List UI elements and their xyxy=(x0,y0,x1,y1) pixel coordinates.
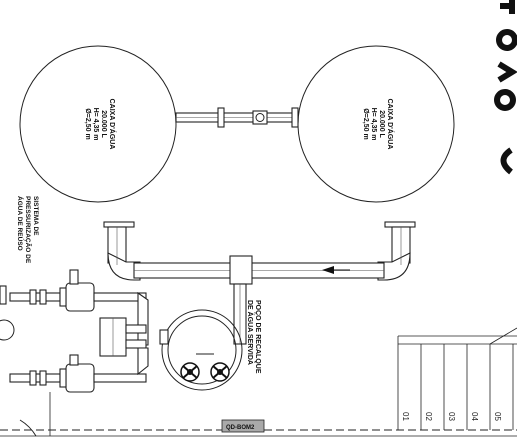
tank-1-label-1: CAIXA D'ÁGUA xyxy=(108,99,117,150)
tank-2-label-4: Ø=2,50 m xyxy=(362,108,369,139)
pressurization-system: SISTEMA DE PRESSURIZAÇÃO DE ÁGUA DE REÚS… xyxy=(0,196,169,393)
electrical-panel: QD-BOM2 xyxy=(221,419,265,433)
table-cell-3: 03 xyxy=(447,412,456,421)
sump-label-1: POÇO DE RECALQUE xyxy=(254,300,261,374)
tank-interconnect-pipe xyxy=(175,107,299,128)
tank-1-label-4: Ø=2,50 m xyxy=(84,108,91,139)
tank-2-label-2: 20.000 L xyxy=(378,110,385,138)
tank-2-label-1: CAIXA D'ÁGUA xyxy=(386,99,395,150)
circuit-table: 01 02 03 04 05 xyxy=(397,327,517,430)
sewage-sump: POÇO DE RECALQUE DE ÁGUA SERVIDA xyxy=(161,300,261,391)
sump-pump-1-icon xyxy=(180,362,200,382)
table-cell-5: 05 xyxy=(493,412,502,421)
table-cell-4: 04 xyxy=(470,412,479,421)
sump-riser-pipe xyxy=(233,283,247,345)
tank-1-label-3: H= 4,35 m xyxy=(92,108,99,141)
tank-2-label-3: H= 4,35 m xyxy=(370,108,377,141)
water-tank-1: CAIXA D'ÁGUA 20.000 L H= 4,35 m Ø=2,50 m xyxy=(19,45,177,203)
title-glyph-fragments xyxy=(494,0,517,175)
table-cell-1: 01 xyxy=(401,412,410,421)
water-tank-2: CAIXA D'ÁGUA 20.000 L H= 4,35 m Ø=2,50 m xyxy=(297,45,455,203)
sump-label-2: DE ÁGUA SERVIDA xyxy=(246,300,255,365)
pressurization-label-3: ÁGUA DE REÚSO xyxy=(16,196,25,251)
tank-1-label-2: 20.000 L xyxy=(100,110,107,138)
table-cell-2: 02 xyxy=(424,412,433,421)
pressurization-label-2: PRESSURIZAÇÃO DE xyxy=(24,196,33,264)
supply-header-pipe xyxy=(133,255,385,285)
panel-label: QD-BOM2 xyxy=(226,425,255,431)
flow-arrow-icon xyxy=(322,266,334,274)
sump-pump-2-icon xyxy=(210,362,230,382)
pressurization-label-1: SISTEMA DE xyxy=(32,196,39,236)
